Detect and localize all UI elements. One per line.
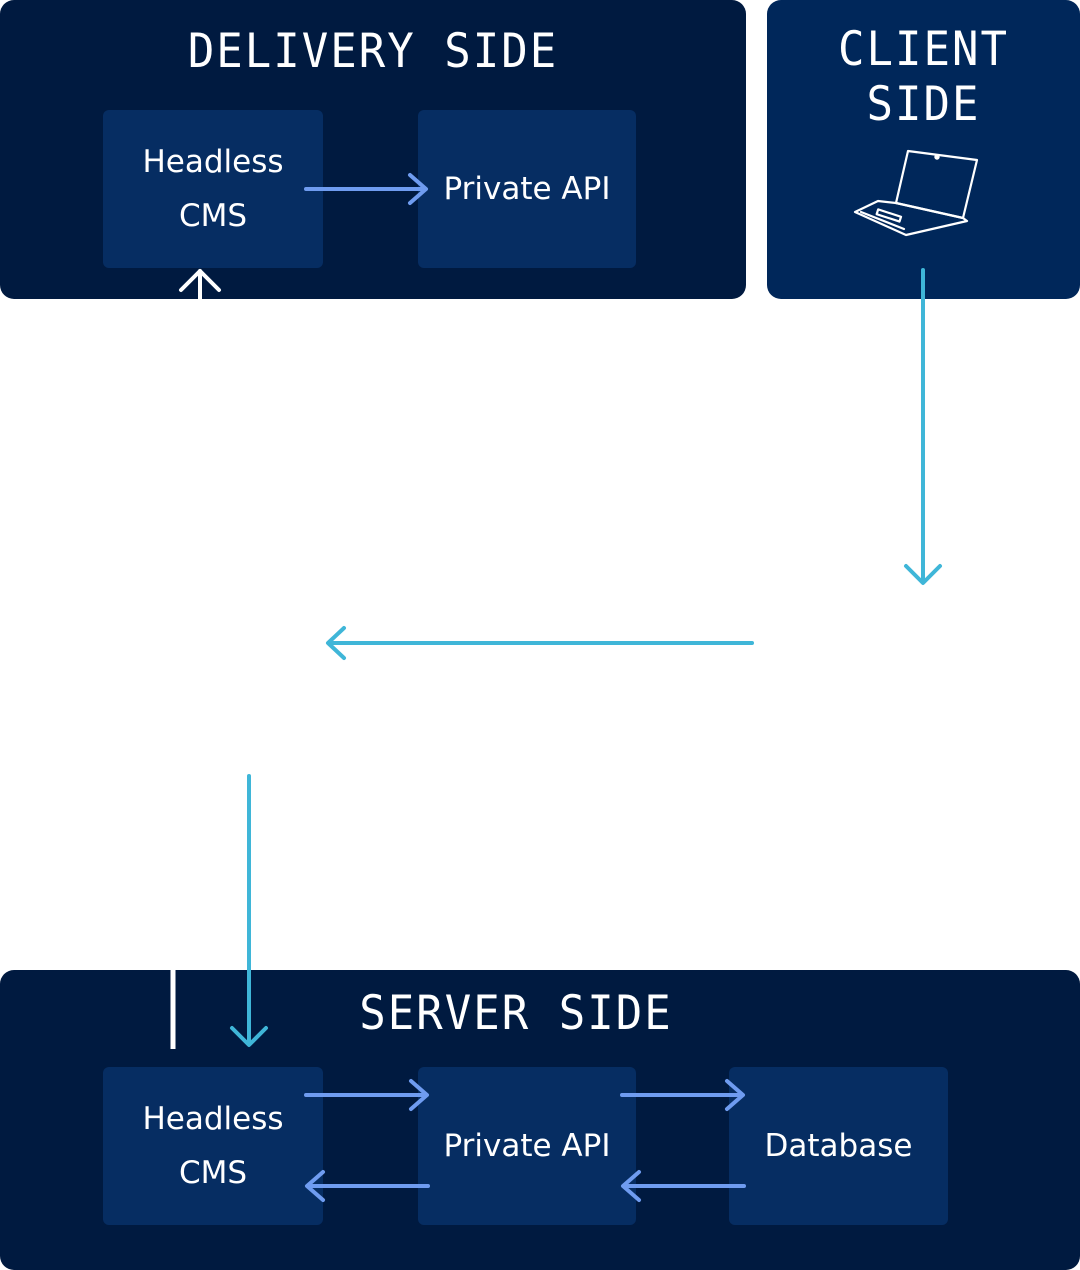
client-down-arrow (904, 268, 942, 585)
delivery-cms-label-line1: Headless (142, 144, 284, 180)
server-side-title: SERVER SIDE (359, 985, 673, 1042)
server-database-node[interactable]: Database (729, 1067, 948, 1225)
delivery-private-api-node[interactable]: Private API (418, 110, 636, 268)
server-db-label: Database (764, 1128, 913, 1164)
server-headless-cms-node[interactable]: Headless CMS (103, 1067, 323, 1225)
server-private-api-node[interactable]: Private API (418, 1067, 636, 1225)
client-side-title: CLIENT SIDE (838, 21, 1009, 133)
server-cms-label-line1: Headless (142, 1101, 284, 1137)
delivery-headless-cms-node[interactable]: Headless CMS (103, 110, 323, 268)
delivery-api-label: Private API (443, 171, 611, 207)
server-api-label: Private API (443, 1128, 611, 1164)
delivery-cms-label-line2: CMS (178, 198, 248, 234)
request-left-arrow (326, 626, 754, 660)
delivery-side-title: DELIVERY SIDE (187, 23, 559, 80)
client-side-panel: CLIENT SIDE (767, 0, 1080, 299)
server-cms-label-line2: CMS (178, 1155, 248, 1191)
